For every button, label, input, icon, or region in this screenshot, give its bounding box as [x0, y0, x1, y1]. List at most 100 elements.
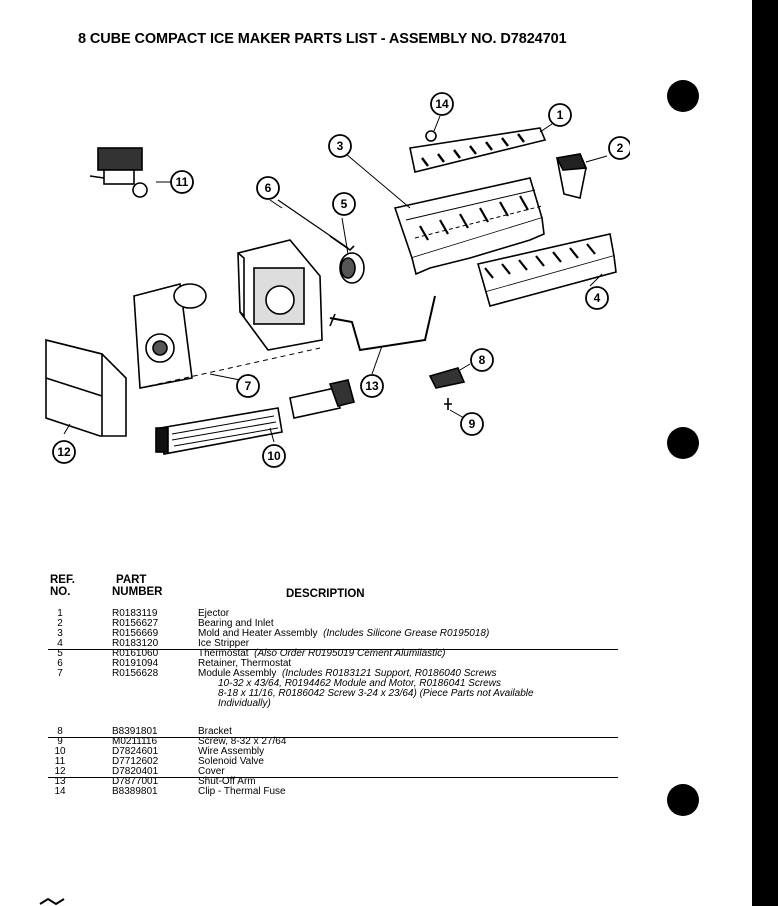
- page-title: 8 CUBE COMPACT ICE MAKER PARTS LIST - AS…: [78, 31, 567, 47]
- part-number: R0183120: [112, 638, 159, 649]
- description: Cover: [198, 766, 225, 777]
- part-number: B8389801: [112, 786, 158, 797]
- description: Clip - Thermal Fuse: [198, 786, 286, 797]
- svg-text:3: 3: [337, 139, 344, 153]
- module-note-line-1: 10-32 x 43/64, R0194462 Module and Motor…: [218, 678, 501, 689]
- part-solenoid-valve: [89, 147, 148, 198]
- description: Wire Assembly: [198, 746, 265, 757]
- svg-text:2: 2: [617, 141, 624, 155]
- ref-no: 8: [57, 726, 63, 737]
- callout-2: 2: [608, 136, 630, 160]
- part-number: B8391801: [112, 726, 158, 737]
- part-number: D7824601: [112, 746, 159, 757]
- description: Ejector: [198, 608, 230, 619]
- callout-6: 6: [256, 176, 280, 200]
- callout-11: 11: [170, 170, 194, 194]
- part-module-housing: [237, 239, 323, 351]
- row-divider-line: [48, 737, 618, 738]
- ref-no: 4: [57, 638, 63, 649]
- svg-text:1: 1: [557, 108, 564, 122]
- svg-text:6: 6: [265, 181, 272, 195]
- ref-no: 3: [57, 628, 63, 639]
- callout-4: 4: [585, 286, 609, 310]
- svg-text:4: 4: [594, 291, 601, 305]
- description: Bracket: [198, 726, 232, 737]
- part-number: R0183119: [112, 608, 158, 619]
- callout-1: 1: [548, 103, 572, 127]
- part-number: R0156669: [112, 628, 159, 639]
- part-number: R0156627: [112, 618, 159, 629]
- ref-no: 14: [54, 786, 66, 797]
- row-divider-line: [48, 777, 618, 778]
- callout-5: 5: [332, 192, 356, 216]
- binder-hole-bottom: [667, 784, 699, 816]
- svg-text:13: 13: [365, 379, 379, 393]
- part-module-backplate: [133, 282, 321, 389]
- description: Retainer, Thermostat: [198, 658, 292, 669]
- part-number: D7712602: [112, 756, 159, 767]
- part-number: M0211116: [112, 736, 158, 747]
- part-number: R0191094: [112, 658, 159, 669]
- page-corner-mark: [39, 897, 65, 906]
- part-ejector: [409, 127, 547, 173]
- callout-7: 7: [236, 374, 260, 398]
- callout-8: 8: [470, 348, 494, 372]
- header-part-line1: PART: [116, 574, 147, 586]
- callout-10: 10: [262, 444, 286, 468]
- svg-text:7: 7: [245, 379, 252, 393]
- part-ice-stripper: [476, 233, 617, 307]
- part-number: R0156628: [112, 668, 159, 679]
- ref-no: 11: [54, 756, 66, 767]
- ref-no: 10: [54, 746, 66, 757]
- ref-no: 12: [54, 766, 66, 777]
- callout-12: 12: [52, 440, 76, 464]
- page-edge-bar: [752, 0, 778, 906]
- header-ref-line2: NO.: [50, 586, 71, 598]
- part-shutoff-arm: [329, 295, 436, 352]
- part-number: D7877001: [112, 776, 159, 787]
- part-retainer: [277, 199, 355, 252]
- description: Bearing and Inlet: [198, 618, 274, 629]
- part-bearing-inlet: [555, 153, 588, 199]
- description: Screw, 8-32 x 27/64: [198, 736, 287, 747]
- ref-no: 6: [57, 658, 63, 669]
- part-screw: [444, 398, 452, 410]
- ref-no: 5: [57, 648, 63, 659]
- description: Thermostat (Also Order R0195019 Cement A…: [198, 648, 446, 659]
- svg-text:10: 10: [267, 449, 281, 463]
- callout-9: 9: [460, 412, 484, 436]
- svg-text:12: 12: [57, 445, 71, 459]
- description: Solenoid Valve: [198, 756, 264, 767]
- ref-no: 1: [57, 608, 63, 619]
- row-divider-line: [48, 649, 618, 650]
- part-thermostat: [339, 252, 365, 284]
- callout-13: 13: [360, 374, 384, 398]
- svg-text:9: 9: [469, 417, 476, 431]
- ref-no: 13: [54, 776, 66, 787]
- ref-no: 2: [57, 618, 63, 629]
- ref-no: 9: [57, 736, 63, 747]
- part-number: R0161060: [112, 648, 159, 659]
- module-note-line-3: Individually): [218, 698, 271, 709]
- exploded-parts-diagram: 1 2 3 4 5 6 7 8 9 10 11 12 13 14: [45, 92, 630, 468]
- svg-text:8: 8: [479, 353, 486, 367]
- header-part-line2: NUMBER: [112, 586, 163, 598]
- part-cover: [45, 338, 127, 437]
- svg-text:14: 14: [435, 97, 449, 111]
- header-description: DESCRIPTION: [286, 588, 365, 600]
- callout-3: 3: [328, 134, 352, 158]
- part-mold-heater: [393, 177, 545, 276]
- part-number: D7820401: [112, 766, 159, 777]
- part-wire-assembly: [155, 379, 355, 455]
- header-ref-line1: REF.: [50, 574, 75, 586]
- description: Shut-Off Arm: [198, 776, 256, 787]
- description: Ice Stripper: [198, 638, 250, 649]
- binder-hole-top: [667, 80, 699, 112]
- module-note-line-2: 8-18 x 11/16, R0186042 Screw 3-24 x 23/6…: [218, 688, 534, 699]
- description: Module Assembly (Includes R0183121 Suppo…: [198, 668, 497, 679]
- ref-no: 7: [57, 668, 63, 679]
- description: Mold and Heater Assembly (Includes Silic…: [198, 628, 490, 639]
- svg-text:11: 11: [176, 175, 189, 189]
- callout-14: 14: [430, 92, 454, 116]
- part-clip-thermal-fuse: [425, 130, 437, 142]
